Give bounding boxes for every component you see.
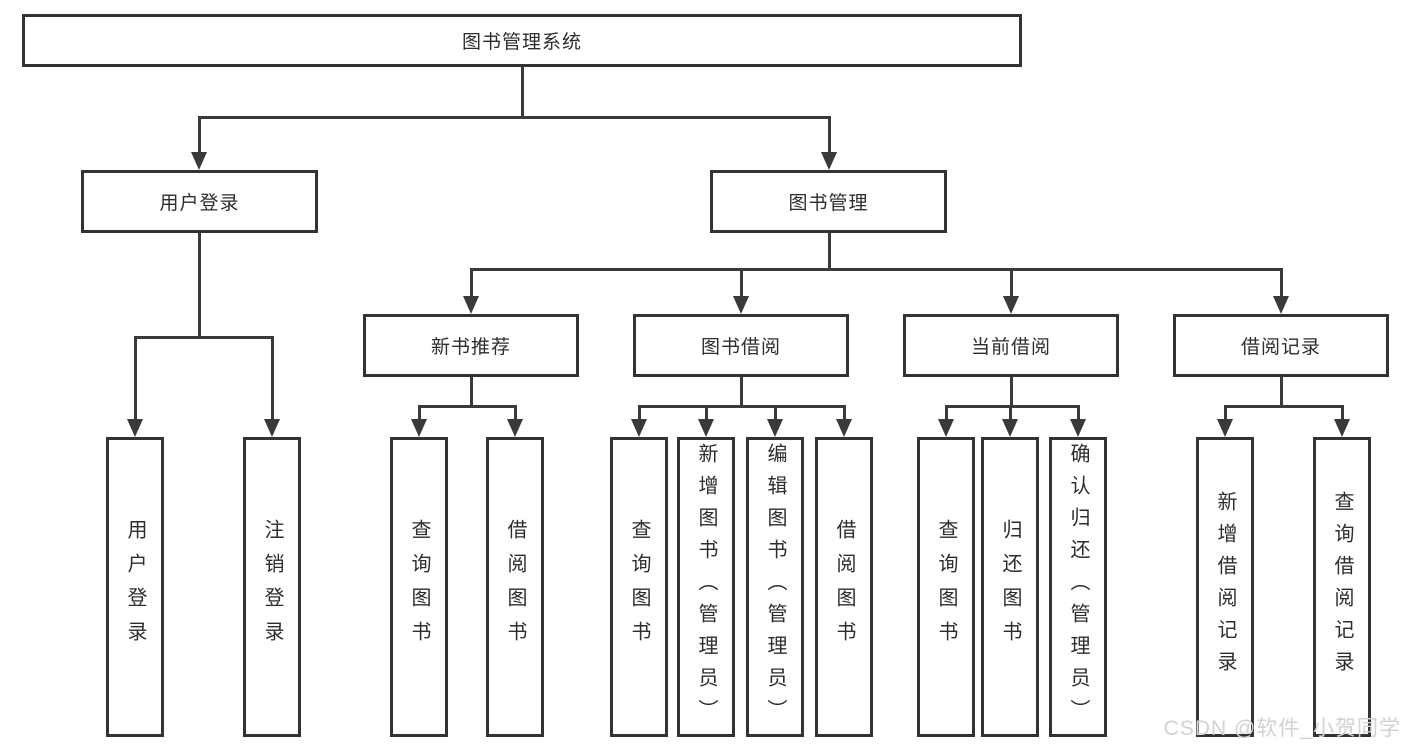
- connector-line: [740, 377, 743, 408]
- connector-line: [1010, 268, 1013, 296]
- connector-line: [418, 405, 517, 408]
- connector-line: [198, 233, 201, 339]
- connector-line: [198, 116, 201, 152]
- connector-line: [134, 336, 137, 419]
- leaf-current-return-books: 归还图书: [981, 437, 1039, 737]
- connector-line: [470, 268, 473, 296]
- node-label: 借阅记录: [1240, 337, 1321, 358]
- leaf-label: 编辑图书（管理员）: [764, 443, 786, 731]
- connector-line: [1280, 377, 1283, 408]
- arrowhead-icon: [1003, 296, 1019, 314]
- leaf-label: 归还图书: [999, 519, 1021, 655]
- arrowhead-icon: [1273, 296, 1289, 314]
- connector-line: [514, 405, 517, 419]
- arrowhead-icon: [1070, 419, 1086, 437]
- arrowhead-icon: [938, 419, 954, 437]
- leaf-current-query-books: 查询图书: [917, 437, 975, 737]
- node-user-login: 用户登录: [81, 170, 318, 233]
- csdn-watermark: CSDN @软件_小贺同学: [1163, 717, 1401, 740]
- arrowhead-icon: [1002, 419, 1018, 437]
- arrowhead-icon: [733, 296, 749, 314]
- leaf-user-login: 用户登录: [106, 437, 164, 737]
- connector-line: [828, 116, 831, 152]
- connector-line: [470, 268, 1283, 271]
- leaf-label: 查询图书: [408, 519, 430, 655]
- connector-line: [1009, 405, 1012, 419]
- leaf-label: 新增借阅记录: [1214, 491, 1236, 683]
- leaf-current-confirm-return-admin: 确认归还（管理员）: [1049, 437, 1107, 737]
- leaf-label: 借阅图书: [833, 519, 855, 655]
- connector-line: [945, 405, 948, 419]
- connector-line: [1077, 405, 1080, 419]
- arrowhead-icon: [1334, 419, 1350, 437]
- arrowhead-icon: [631, 419, 647, 437]
- node-label: 图书管理: [788, 193, 869, 214]
- node-borrow-records: 借阅记录: [1173, 314, 1389, 377]
- connector-line: [271, 336, 274, 419]
- node-label: 图书借阅: [700, 337, 781, 358]
- leaf-label: 新增图书（管理员）: [695, 443, 717, 731]
- leaf-records-add-borrow-record: 新增借阅记录: [1196, 437, 1254, 737]
- connector-line: [774, 405, 777, 419]
- connector-line: [1010, 377, 1013, 408]
- leaf-logout: 注销登录: [243, 437, 301, 737]
- leaf-records-query-borrow-record: 查询借阅记录: [1313, 437, 1371, 737]
- connector-line: [638, 405, 641, 419]
- node-new-book-recommend: 新书推荐: [363, 314, 579, 377]
- leaf-borrow-borrow-books: 借阅图书: [815, 437, 873, 737]
- arrowhead-icon: [836, 419, 852, 437]
- node-book-borrow: 图书借阅: [633, 314, 849, 377]
- connector-line: [945, 405, 1080, 408]
- leaf-newbook-query-books: 查询图书: [390, 437, 448, 737]
- connector-line: [1224, 405, 1227, 419]
- leaf-label: 借阅图书: [504, 519, 526, 655]
- leaf-label: 查询图书: [628, 519, 650, 655]
- connector-line: [1280, 268, 1283, 296]
- connector-line: [705, 405, 708, 419]
- arrowhead-icon: [411, 419, 427, 437]
- arrowhead-icon: [1217, 419, 1233, 437]
- leaf-borrow-add-books-admin: 新增图书（管理员）: [677, 437, 735, 737]
- connector-line: [1224, 405, 1344, 408]
- connector-line: [470, 377, 473, 408]
- connector-line: [843, 405, 846, 419]
- connector-line: [198, 116, 831, 119]
- node-label: 用户登录: [159, 193, 240, 214]
- leaf-label: 用户登录: [124, 519, 146, 655]
- node-label: 当前借阅: [970, 337, 1051, 358]
- arrowhead-icon: [191, 152, 207, 170]
- leaf-label: 查询图书: [935, 519, 957, 655]
- connector-line: [1341, 405, 1344, 419]
- leaf-label: 确认归还（管理员）: [1067, 443, 1089, 731]
- connector-line: [134, 336, 274, 339]
- arrowhead-icon: [821, 152, 837, 170]
- node-label: 图书管理系统: [461, 32, 582, 53]
- leaf-label: 查询借阅记录: [1331, 491, 1353, 683]
- connector-line: [521, 67, 524, 118]
- connector-line: [638, 405, 846, 408]
- node-current-borrow: 当前借阅: [903, 314, 1119, 377]
- node-library-management-system: 图书管理系统: [22, 14, 1022, 67]
- leaf-borrow-edit-books-admin: 编辑图书（管理员）: [746, 437, 804, 737]
- node-book-management: 图书管理: [710, 170, 947, 233]
- connector-line: [418, 405, 421, 419]
- connector-line: [740, 268, 743, 296]
- leaf-borrow-query-books: 查询图书: [610, 437, 668, 737]
- arrowhead-icon: [127, 419, 143, 437]
- arrowhead-icon: [698, 419, 714, 437]
- leaf-label: 注销登录: [261, 519, 283, 655]
- node-label: 新书推荐: [430, 337, 511, 358]
- arrowhead-icon: [767, 419, 783, 437]
- arrowhead-icon: [264, 419, 280, 437]
- leaf-newbook-borrow-books: 借阅图书: [486, 437, 544, 737]
- arrowhead-icon: [507, 419, 523, 437]
- connector-line: [828, 233, 831, 271]
- arrowhead-icon: [463, 296, 479, 314]
